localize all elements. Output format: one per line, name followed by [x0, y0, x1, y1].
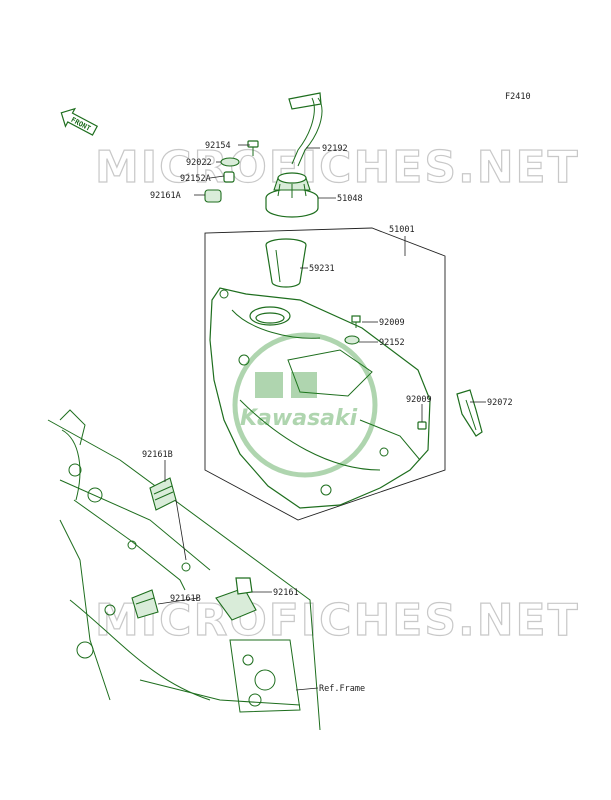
label-51048: 51048 [337, 194, 363, 204]
label-92161B-lower: 92161B [170, 594, 201, 604]
label-92152: 92152 [379, 338, 405, 348]
kawasaki-logo: Kawasaki [232, 332, 378, 478]
fuel-tank-51001 [209, 287, 431, 509]
damper-92161B-lower [131, 589, 159, 619]
label-51001: 51001 [389, 225, 415, 235]
collar-92152 [344, 335, 360, 345]
svg-text:Kawasaki: Kawasaki [240, 406, 358, 431]
label-92161A: 92161A [150, 191, 181, 201]
damper-92161B-upper [149, 477, 177, 511]
damper-92161 [215, 577, 257, 621]
label-ref-frame: Ref.Frame [319, 684, 365, 694]
bracket-92072 [456, 389, 483, 437]
page-code: F2410 [505, 92, 531, 102]
fuel-cap-51048 [265, 172, 319, 218]
watermark-bottom: MICROFICHES.NET [95, 595, 580, 646]
label-92152A: 92152A [180, 174, 211, 184]
damper-92161A [204, 189, 222, 203]
label-92161B-upper: 92161B [142, 450, 173, 460]
leader-lines [157, 144, 486, 691]
label-92009-right: 92009 [406, 395, 432, 405]
front-arrow-icon: FRONT [60, 107, 99, 136]
washer-92022 [220, 157, 240, 167]
label-92154: 92154 [205, 141, 231, 151]
label-92161: 92161 [273, 588, 299, 598]
label-92192: 92192 [322, 144, 348, 154]
filter-59231 [265, 238, 307, 288]
collar-92152A [223, 171, 235, 183]
watermark-top: MICROFICHES.NET [95, 142, 580, 193]
label-92072: 92072 [487, 398, 513, 408]
breather-hose [288, 92, 323, 167]
bolt-92009-right [417, 421, 427, 430]
part-labels: 92154 92022 92152A 92161A 92192 51048 51… [142, 141, 513, 694]
bolt-92009-top [351, 315, 361, 328]
label-59231: 59231 [309, 264, 335, 274]
tank-assembly-box [204, 227, 446, 521]
frame [47, 409, 321, 731]
label-92009-top: 92009 [379, 318, 405, 328]
bolt-92154 [247, 140, 259, 156]
label-92022: 92022 [186, 158, 212, 168]
